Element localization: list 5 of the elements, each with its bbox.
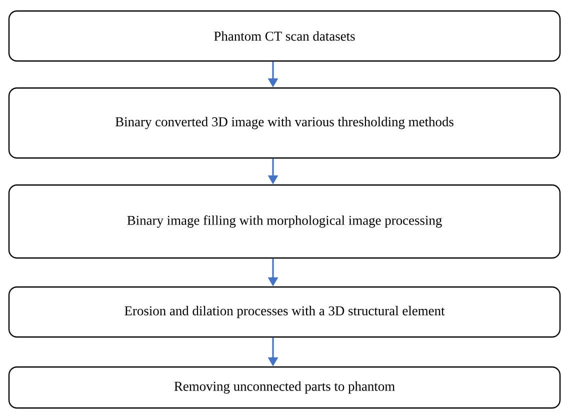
process-box: Binary image filling with morphological image processing: [8, 184, 561, 259]
process-box: Erosion and dilation processes with a 3D structural element: [8, 286, 561, 338]
process-box: Removing unconnected parts to phantom: [8, 366, 561, 409]
process-box: Phantom CT scan datasets: [8, 10, 561, 62]
process-box: Binary converted 3D image with various thresholding methods: [8, 87, 561, 159]
